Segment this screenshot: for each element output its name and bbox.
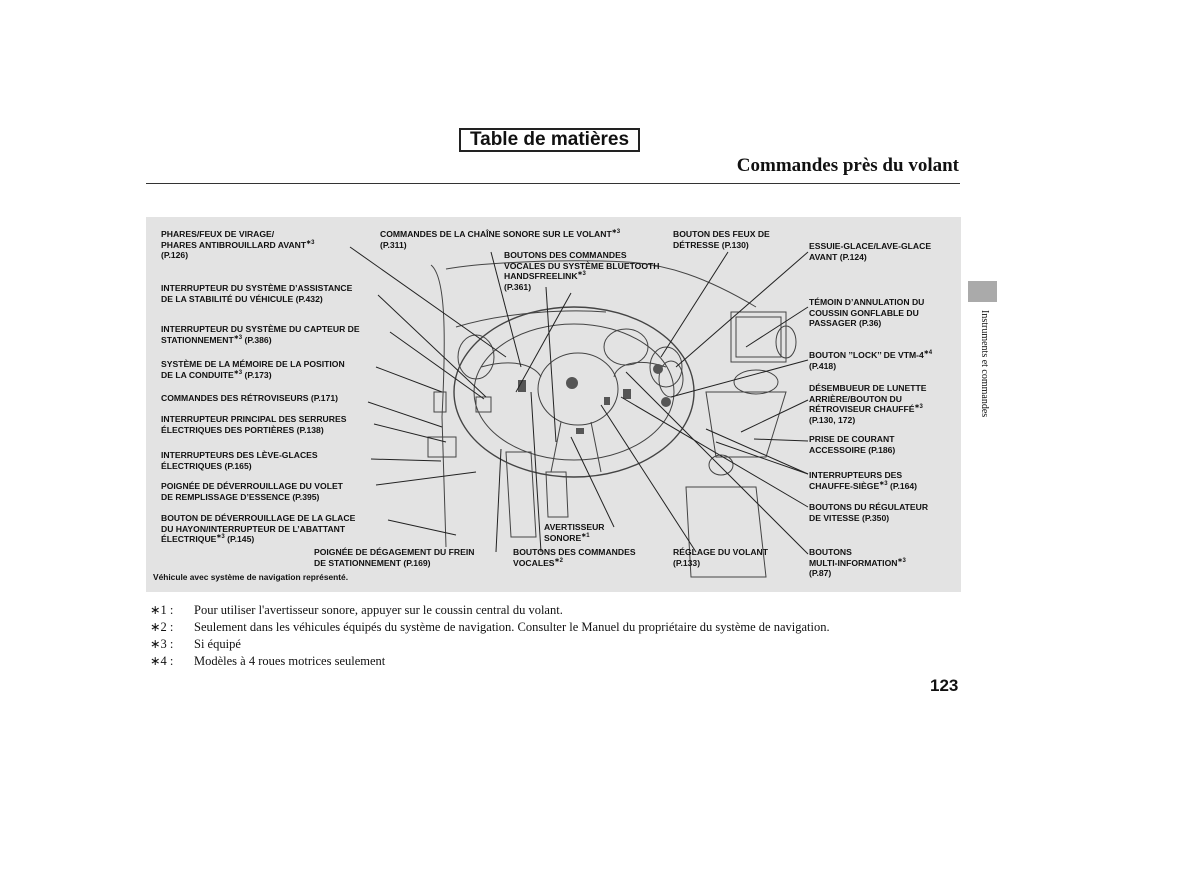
hazard-button-label: BOUTON DES FEUX DE DÉTRESSE (P.130): [673, 229, 770, 250]
power-outlet-label: PRISE DE COURANT ACCESSOIRE (P.186): [809, 434, 896, 455]
steering-audio-controls-label: COMMANDES DE LA CHAÎNE SONORE SUR LE VOL…: [380, 229, 621, 250]
door-lock-switch-label: INTERRUPTEUR PRINCIPAL DES SERRURES ÉLEC…: [161, 414, 347, 435]
table-of-contents-button[interactable]: Table de matières: [459, 128, 640, 152]
parking-brake-release-label: POIGNÉE DE DÉGAGEMENT DU FREIN DE STATIO…: [314, 547, 475, 568]
dashboard-illustration: [349, 246, 809, 578]
page-title: Commandes près du volant: [736, 155, 959, 176]
footnotes: ∗1 :Pour utiliser l'avertisseur sonore, …: [150, 602, 830, 670]
fuel-door-release-label: POIGNÉE DE DÉVERROUILLAGE DU VOLET DE RE…: [161, 481, 343, 502]
horn-label: AVERTISSEUR SONORE∗1: [544, 522, 605, 543]
bluetooth-voice-buttons-label: BOUTONS DES COMMANDES VOCALES DU SYSTÈME…: [504, 250, 660, 292]
wiper-washer-label: ESSUIE-GLACE/LAVE-GLACE AVANT (P.124): [809, 241, 932, 262]
footnote: ∗1 :Pour utiliser l'avertisseur sonore, …: [150, 603, 563, 617]
rear-defroster-label: DÉSEMBUEUR DE LUNETTE ARRIÈRE/BOUTON DU …: [809, 383, 927, 425]
headlights-label: PHARES/FEUX DE VIRAGE/ PHARES ANTIBROUIL…: [161, 229, 315, 260]
footnote: ∗3 :Si équipé: [150, 637, 241, 651]
footnote: ∗2 :Seulement dans les véhicules équipés…: [150, 620, 830, 634]
parking-sensor-label: INTERRUPTEUR DU SYSTÈME DU CAPTEUR DE ST…: [161, 324, 360, 345]
page-number: 123: [930, 676, 959, 695]
tailgate-glass-label: BOUTON DE DÉVERROUILLAGE DE LA GLACE DU …: [161, 513, 356, 544]
voice-control-buttons-label: BOUTONS DES COMMANDES VOCALES∗2: [513, 547, 636, 568]
airbag-off-indicator-label: TÉMOIN D’ANNULATION DU COUSSIN GONFLABLE…: [809, 297, 925, 328]
steering-adjust-label: RÉGLAGE DU VOLANT (P.133): [673, 547, 769, 568]
diagram-panel: PHARES/FEUX DE VIRAGE/ PHARES ANTIBROUIL…: [146, 217, 961, 592]
cruise-control-label: BOUTONS DU RÉGULATEUR DE VITESSE (P.350): [809, 502, 929, 523]
seat-heater-label: INTERRUPTEURS DES CHAUFFE-SIÈGE∗3 (P.164…: [809, 470, 918, 491]
multi-info-buttons-label: BOUTONS MULTI-INFORMATION∗3 (P.87): [809, 547, 906, 578]
title-rule: [146, 183, 960, 184]
mirror-controls-label: COMMANDES DES RÉTROVISEURS (P.171): [161, 393, 339, 403]
vsa-switch-label: INTERRUPTEUR DU SYSTÈME D’ASSISTANCE DE …: [161, 283, 353, 304]
window-switches-label: INTERRUPTEURS DES LÈVE-GLACES ÉLECTRIQUE…: [161, 450, 318, 471]
diagram-caption: Véhicule avec système de navigation repr…: [153, 572, 349, 582]
memory-position-label: SYSTÈME DE LA MÉMOIRE DE LA POSITION DE …: [161, 359, 345, 380]
section-tab: [968, 281, 997, 302]
footnote: ∗4 :Modèles à 4 roues motrices seulement: [150, 654, 386, 668]
vtm4-lock-label: BOUTON ’’LOCK’’ DE VTM-4∗4 (P.418): [809, 350, 933, 371]
